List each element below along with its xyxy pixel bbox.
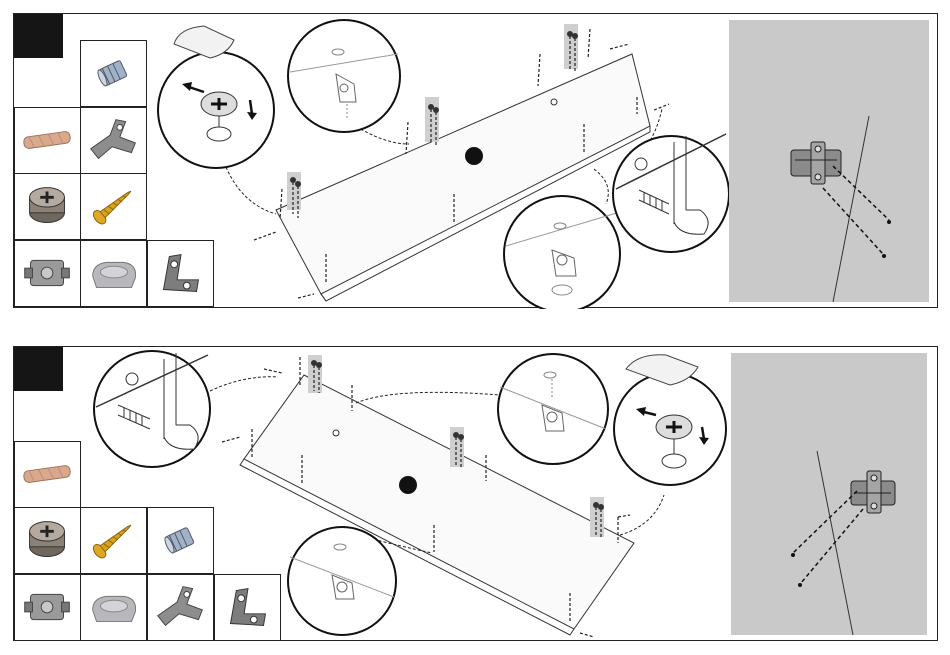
detail-circle-bracket-bottom: [288, 527, 396, 635]
detail-circle-bracket-bottom: [504, 196, 620, 309]
step-1-panel: [13, 13, 938, 308]
center-marker: [399, 476, 417, 494]
center-marker: [465, 147, 483, 165]
detail-circle-bracket-top: [498, 354, 608, 464]
step-2-hinge-detail-view: [731, 353, 927, 635]
hinge-plate-detail: [791, 142, 841, 184]
detail-circle-dowel: [94, 351, 210, 467]
detail-circle-dowel: [613, 134, 729, 252]
step-1-hinge-detail-view: [729, 20, 929, 302]
hinge-plate-detail: [851, 471, 895, 513]
detail-circle-cam-lock: [614, 355, 726, 485]
detail-circle-cam-lock: [158, 26, 274, 168]
detail-circle-bracket-top: [288, 20, 400, 132]
step-2-panel: [13, 346, 938, 641]
